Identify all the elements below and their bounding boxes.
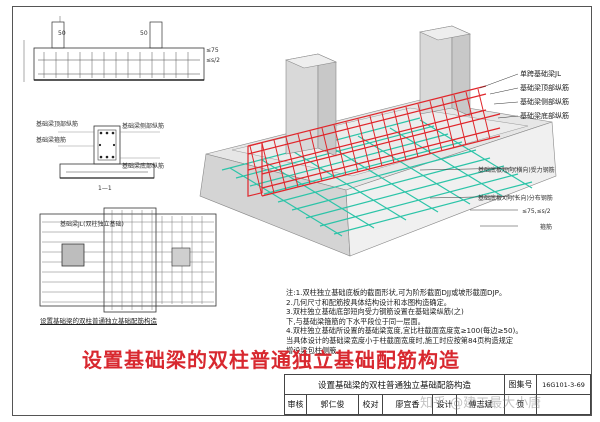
label-stirrup: 箍筋 <box>540 223 552 231</box>
cyan-rebar-grid <box>221 117 533 237</box>
dim-50-right: 50 <box>140 30 148 37</box>
label-beam: 单跨基础梁JL <box>520 69 561 78</box>
note-line: 3.双柱独立基础底部短向受力钢筋设置在基础梁纵筋(之) <box>286 307 464 317</box>
dim-75: ≤75 <box>206 47 219 54</box>
tb-title: 设置基础梁的双柱普通独立基础配筋构造 <box>285 375 505 395</box>
plan-view: 基础梁JL(双柱独立基础) <box>39 207 217 313</box>
sec-label-c: 基础梁侧部纵筋 <box>122 122 164 130</box>
title-block: 设置基础梁的双柱普通独立基础配筋构造 图集号 16G101-3-69 审核 郭仁… <box>284 374 591 415</box>
label-beam-side-bar: 基础梁侧部纵筋 <box>520 97 569 106</box>
section-mark: 1—1 <box>98 185 112 192</box>
label-short-bar: 基础底板短向(横向)受力钢筋 <box>478 166 555 174</box>
label-beam-bottom-bar: 基础梁底部纵筋 <box>520 111 569 120</box>
tb-atlas-no: 16G101-3-69 <box>537 375 591 395</box>
sec-label-a: 基础梁顶部纵筋 <box>36 120 78 128</box>
dim-s2: ≤s/2 <box>206 57 220 64</box>
tb-design-label: 设计 <box>433 395 457 415</box>
note-line: 4.双柱独立基础所设置的基础梁宽度,宜比柱截面宽度宽≥100(每边≥50)。 <box>286 326 523 336</box>
label-long-bar: 基础底板X向(长向)分布钢筋 <box>478 194 553 202</box>
tb-check-label: 校对 <box>359 395 383 415</box>
section-detail: 基础梁顶部纵筋 基础梁箍筋 基础梁侧部纵筋 基础梁底部纵筋 1—1 <box>36 120 164 192</box>
tb-designer: 傅志斌 <box>457 395 505 415</box>
note-line: 增设梁包柱侧腋。 <box>286 345 344 355</box>
notes-block: 注:1.双柱独立基础底板的截面形状,可为阶形截面DJJ或坡形截面DJP。 2.几… <box>286 288 586 355</box>
stirrups <box>249 88 491 197</box>
watermark: 知乎 @建工最大小唐 <box>420 396 542 411</box>
tb-review-label: 审核 <box>285 395 307 415</box>
elevation-detail: 50 50 ≤75 ≤s/2 <box>23 16 220 82</box>
note-line: 下,与基础梁箍筋的下水平段位于同一层面。 <box>286 316 425 326</box>
sec-label-b: 基础梁箍筋 <box>36 136 66 144</box>
label-beam-top-bar: 基础梁顶部纵筋 <box>520 83 569 92</box>
note-line: 2.几何尺寸和配筋按具体结构设计和本图构造确定。 <box>286 297 451 307</box>
label-spacing: ≤75,≤s/2 <box>522 208 551 215</box>
plan-note: 基础梁JL(双柱独立基础) <box>60 220 124 228</box>
tb-reviewer: 郭仁俊 <box>307 395 359 415</box>
column-left <box>285 53 319 155</box>
tb-atlas-label: 图集号 <box>505 375 537 395</box>
dim-50-left: 50 <box>58 30 66 37</box>
note-line: 当具体设计的基础梁宽度小于柱截面宽度时,施工时应按第84页构造规定 <box>286 335 514 345</box>
isometric-foundation: 单跨基础梁JL 基础梁顶部纵筋 基础梁侧部纵筋 基础梁底部纵筋 基础底板短向(横… <box>199 25 569 257</box>
tb-checker: 廖宜香 <box>383 395 433 415</box>
tb-page-no <box>537 395 591 415</box>
tb-page-label: 页 <box>505 395 537 415</box>
sec-label-d: 基础梁底部纵筋 <box>122 162 164 170</box>
note-line: 注:1.双柱独立基础底板的截面形状,可为阶形截面DJJ或坡形截面DJP。 <box>286 288 507 297</box>
red-rebar-cage <box>247 85 501 197</box>
main-title: 设置基础梁的双柱普通独立基础配筋构造 <box>82 348 460 372</box>
plan-caption: 设置基础梁的双柱普通独立基础配筋构造 <box>40 317 157 325</box>
